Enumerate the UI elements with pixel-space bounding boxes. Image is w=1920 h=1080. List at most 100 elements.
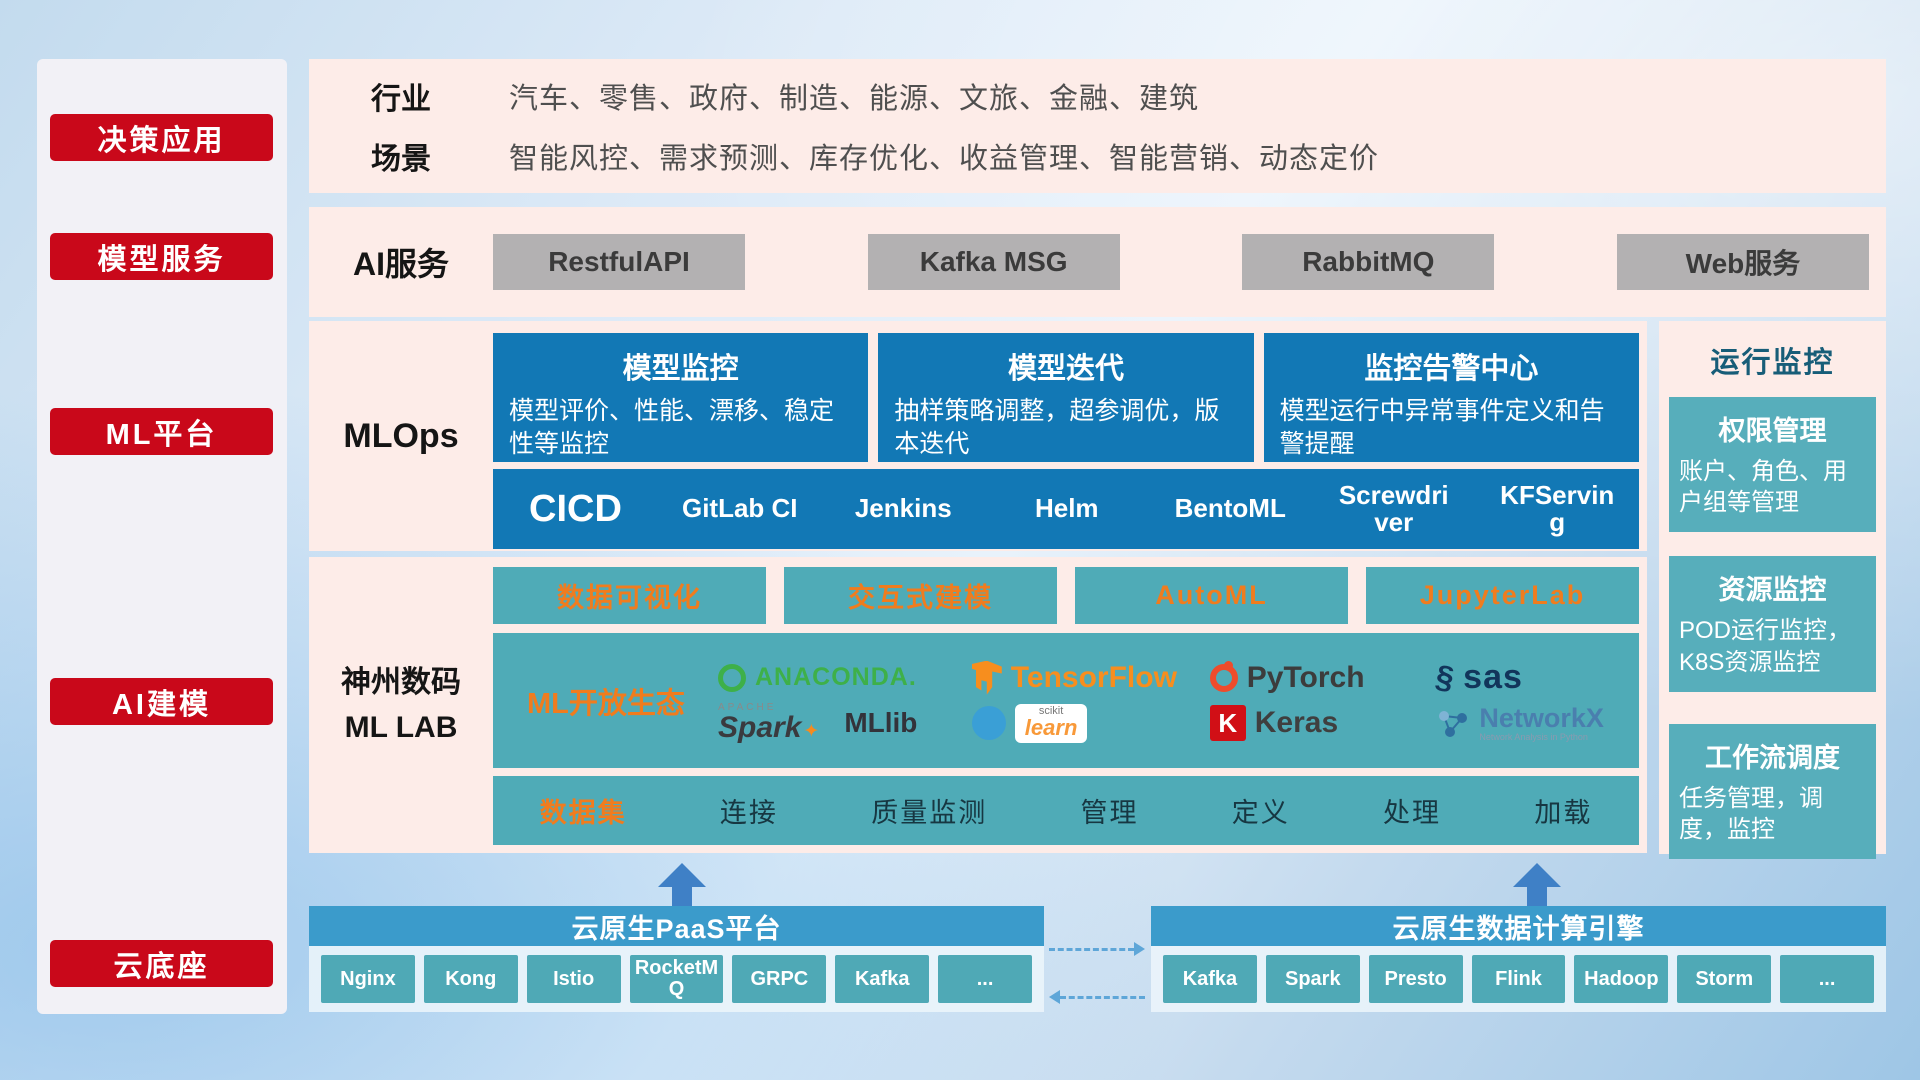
automl-chip: AutoML	[1075, 567, 1348, 625]
ml-ecosystem-box: ML开放生态 ANACONDA. TensorFlow PyTorch	[493, 633, 1639, 768]
data-engine-components: Kafka Spark Presto Flink Hadoop Storm ..…	[1151, 946, 1886, 1012]
ml-lab-tools: 数据可视化 交互式建模 AutoML JupyterLab	[493, 567, 1639, 625]
tensorflow-wordmark: TensorFlow	[1010, 660, 1177, 694]
industry-line: 行业 汽车、零售、政府、制造、能源、文旅、金融、建筑	[309, 74, 1886, 118]
arrow-head-left	[1049, 990, 1060, 1004]
ml-ecosystem-logos: ANACONDA. TensorFlow PyTorch § sas	[718, 658, 1639, 743]
cicd-item-bentoml: BentoML	[1174, 493, 1286, 524]
card-title: 监控告警中心	[1364, 353, 1539, 385]
sidebar-item-ml-platform: ML平台	[50, 408, 273, 455]
arrow-head	[1513, 863, 1561, 887]
resource-monitoring-card: 资源监控 POD运行监控，K8S资源监控	[1669, 556, 1876, 692]
scenario-text: 智能风控、需求预测、库存优化、收益管理、智能营销、动态定价	[509, 143, 1380, 175]
networkx-icon	[1439, 711, 1468, 738]
flink-chip: Flink	[1471, 955, 1566, 1003]
arrow-stem	[672, 887, 692, 906]
anaconda-logo: ANACONDA.	[718, 663, 972, 692]
scenario-line: 场景 智能风控、需求预测、库存优化、收益管理、智能营销、动态定价	[309, 134, 1886, 178]
networkx-logo: NetworkX Network Analysis in Python	[1436, 704, 1629, 742]
dashed-line	[1049, 947, 1134, 951]
anaconda-icon	[718, 663, 746, 692]
cicd-item-gitlab-ci: GitLab CI	[681, 493, 798, 524]
dataset-item-define: 定义	[1231, 797, 1290, 828]
paas-components: Nginx Kong Istio RocketMQ GRPC Kafka ...	[309, 946, 1044, 1012]
permission-management-card: 权限管理 账户、角色、用户组等管理	[1669, 397, 1876, 533]
rocketmq-chip: RocketMQ	[629, 955, 724, 1003]
dataset-item-load: 加载	[1534, 797, 1593, 828]
kafka-chip: Kafka	[835, 955, 930, 1003]
scikit-learn-badge: scikit learn	[1014, 703, 1088, 743]
anaconda-wordmark: ANACONDA.	[755, 663, 917, 692]
ai-service-label: AI服务	[352, 246, 449, 282]
card-title: 工作流调度	[1705, 742, 1840, 773]
cicd-item-screwdriver: Screwdriver	[1338, 479, 1449, 537]
restfulapi-button: RestfulAPI	[493, 234, 745, 290]
spark-wordmark-block: APACHE Spark✦	[718, 703, 819, 743]
spark-wordmark: Spark✦	[718, 711, 820, 745]
more-chip: ...	[1780, 955, 1875, 1003]
arrow-head	[658, 863, 706, 887]
runtime-monitor-title: 运行监控	[1710, 347, 1835, 379]
mlops-cards: 模型监控 模型评价、性能、漂移、稳定性等监控 模型迭代 抽样策略调整，超参调优，…	[493, 333, 1639, 462]
spark-chip: Spark	[1265, 955, 1360, 1003]
nginx-chip: Nginx	[321, 955, 415, 1003]
ml-lab-content: 数据可视化 交互式建模 AutoML JupyterLab ML开放生态 ANA…	[493, 557, 1647, 853]
scikit-learn-icon	[971, 706, 1006, 741]
dashed-line	[1060, 995, 1145, 999]
storm-chip: Storm	[1677, 955, 1772, 1003]
rabbitmq-button: RabbitMQ	[1242, 234, 1495, 290]
scenario-label: 场景	[371, 143, 431, 176]
more-chip: ...	[938, 955, 1033, 1003]
dataset-label: 数据集	[539, 797, 627, 828]
keras-icon: K	[1209, 705, 1246, 742]
model-monitoring-card: 模型监控 模型评价、性能、漂移、稳定性等监控	[493, 333, 869, 462]
mllib-wordmark: MLlib	[844, 707, 918, 739]
data-visualization-chip: 数据可视化	[493, 567, 766, 625]
ai-service-panel: AI服务 RestfulAPI Kafka MSG RabbitMQ Web服务	[309, 207, 1886, 317]
pytorch-logo: PyTorch	[1209, 660, 1437, 695]
industry-label: 行业	[371, 83, 431, 116]
card-desc: POD运行监控，K8S资源监控	[1679, 617, 1852, 676]
workflow-scheduling-card: 工作流调度 任务管理，调度，监控	[1669, 723, 1876, 860]
jupyterlab-chip: JupyterLab	[1366, 567, 1639, 625]
card-title: 模型监控	[622, 353, 739, 385]
apache-label: APACHE	[718, 702, 777, 714]
industry-text: 汽车、零售、政府、制造、能源、文旅、金融、建筑	[509, 83, 1200, 115]
interactive-modeling-chip: 交互式建模	[784, 567, 1057, 625]
paas-platform-bar: 云原生PaaS平台	[309, 906, 1044, 946]
dataset-item-quality: 质量监测	[871, 797, 988, 828]
cicd-item-jenkins: Jenkins	[854, 493, 952, 524]
kafka-msg-button: Kafka MSG	[867, 234, 1120, 290]
card-desc: 账户、角色、用户组等管理	[1679, 458, 1847, 517]
keras-wordmark: Keras	[1254, 706, 1339, 740]
card-desc: 模型运行中异常事件定义和告警提醒	[1279, 397, 1605, 458]
up-arrow-icon	[658, 863, 706, 906]
kafka-chip: Kafka	[1163, 955, 1257, 1003]
sas-logo: § sas	[1433, 657, 1629, 697]
sas-wordmark: sas	[1463, 658, 1523, 697]
sidebar-item-model-service: 模型服务	[50, 233, 273, 280]
arrow-head-right	[1134, 942, 1145, 956]
dashed-arrow-left-icon	[1049, 990, 1145, 1004]
ml-lab-label: 神州数码 ML LAB	[309, 557, 493, 853]
card-desc: 抽样策略调整，超参调优，版本迭代	[894, 397, 1220, 458]
grpc-chip: GRPC	[732, 955, 827, 1003]
pytorch-flame-dot	[1223, 660, 1233, 670]
networkx-wordmark: NetworkX	[1479, 703, 1604, 734]
alert-center-card: 监控告警中心 模型运行中异常事件定义和告警提醒	[1263, 333, 1639, 462]
sidebar-item-decision-apps: 决策应用	[50, 114, 273, 161]
sas-swirl-icon: §	[1433, 657, 1458, 697]
runtime-monitor-panel: 运行监控 权限管理 账户、角色、用户组等管理 资源监控 POD运行监控，K8S资…	[1659, 321, 1886, 860]
dashed-arrow-right-icon	[1049, 942, 1145, 956]
ai-service-buttons: RestfulAPI Kafka MSG RabbitMQ Web服务	[493, 207, 1886, 317]
tensorflow-logo: TensorFlow	[971, 660, 1210, 695]
dataset-item-manage: 管理	[1080, 797, 1139, 828]
card-title: 权限管理	[1718, 416, 1827, 446]
layer-sidebar: 决策应用 模型服务 ML平台 AI建模 云底座	[37, 59, 287, 1014]
networkx-subtitle: Network Analysis in Python	[1479, 731, 1588, 742]
learn-wordmark: learn	[1024, 714, 1078, 740]
kong-chip: Kong	[423, 955, 518, 1003]
spark-mllib-logo: APACHE Spark✦ MLlib	[718, 703, 972, 743]
data-engine-bar: 云原生数据计算引擎	[1151, 906, 1886, 946]
